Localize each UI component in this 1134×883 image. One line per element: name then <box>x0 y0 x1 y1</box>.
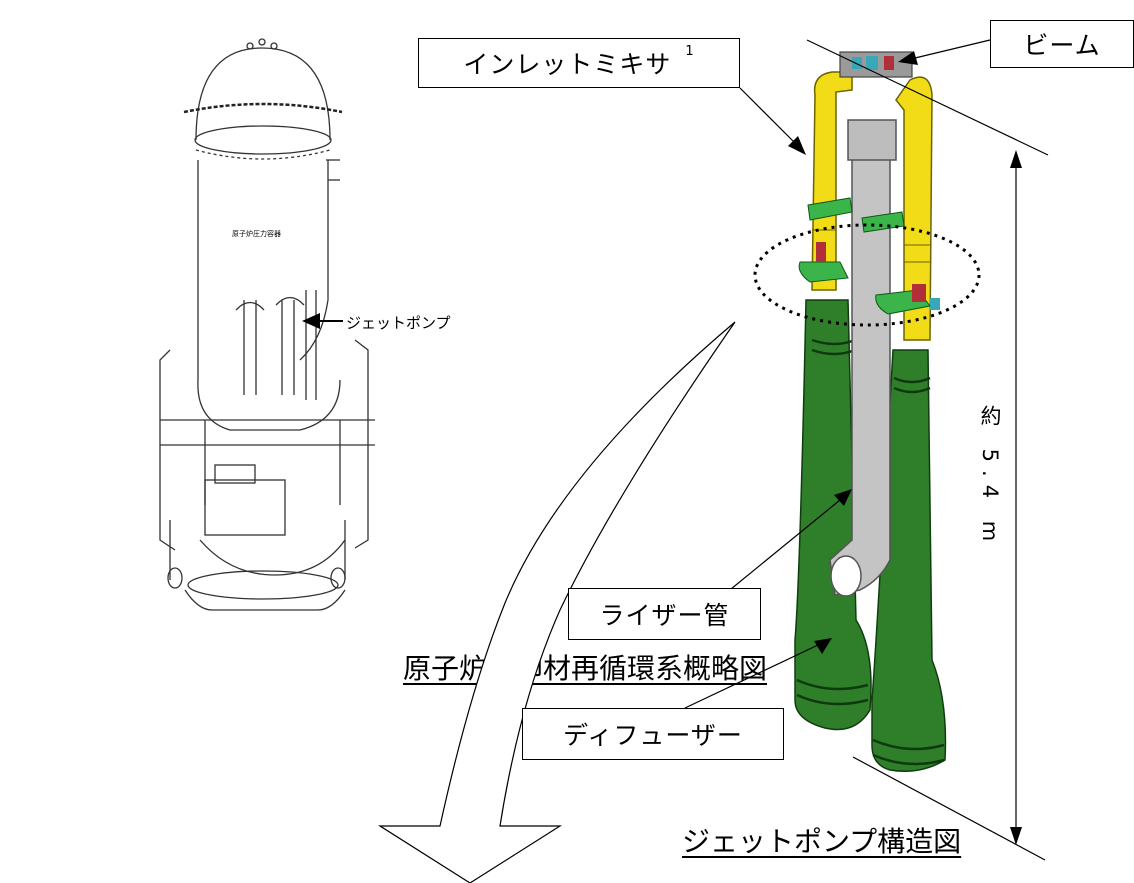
caption-jet-pump-structure: ジェットポンプ構造図 <box>682 825 962 858</box>
jet-pump-pointer-arrowhead <box>302 313 320 329</box>
inlet-mixer-text: インレットミキサ <box>463 50 672 79</box>
caption-recirculation-system: 原子炉冷却材再循環系概略図 <box>403 652 768 685</box>
label-riser: ライザー管 <box>568 588 761 640</box>
label-diffuser: ディフューザー <box>522 708 784 760</box>
jet-pump-pointer-label: ジェットポンプ <box>346 314 451 332</box>
label-beam: ビーム <box>990 20 1134 68</box>
highlight-ellipse <box>753 223 981 327</box>
vessel-label: 原子炉圧力容器 <box>232 230 281 238</box>
inlet-mixer-left <box>811 71 853 291</box>
riser-text: ライザー管 <box>599 601 730 630</box>
vessel-dome <box>195 47 331 141</box>
label-inlet-mixer: インレットミキサ 1 <box>418 38 740 88</box>
inlet-mixer-footnote: 1 <box>685 43 695 59</box>
dimension-label: 約 5.4 m <box>978 405 1002 550</box>
flow-arrow <box>377 321 736 883</box>
diffuser-text: ディフューザー <box>563 721 743 750</box>
beam-text: ビーム <box>1023 31 1101 60</box>
diffuser-left <box>794 299 872 731</box>
